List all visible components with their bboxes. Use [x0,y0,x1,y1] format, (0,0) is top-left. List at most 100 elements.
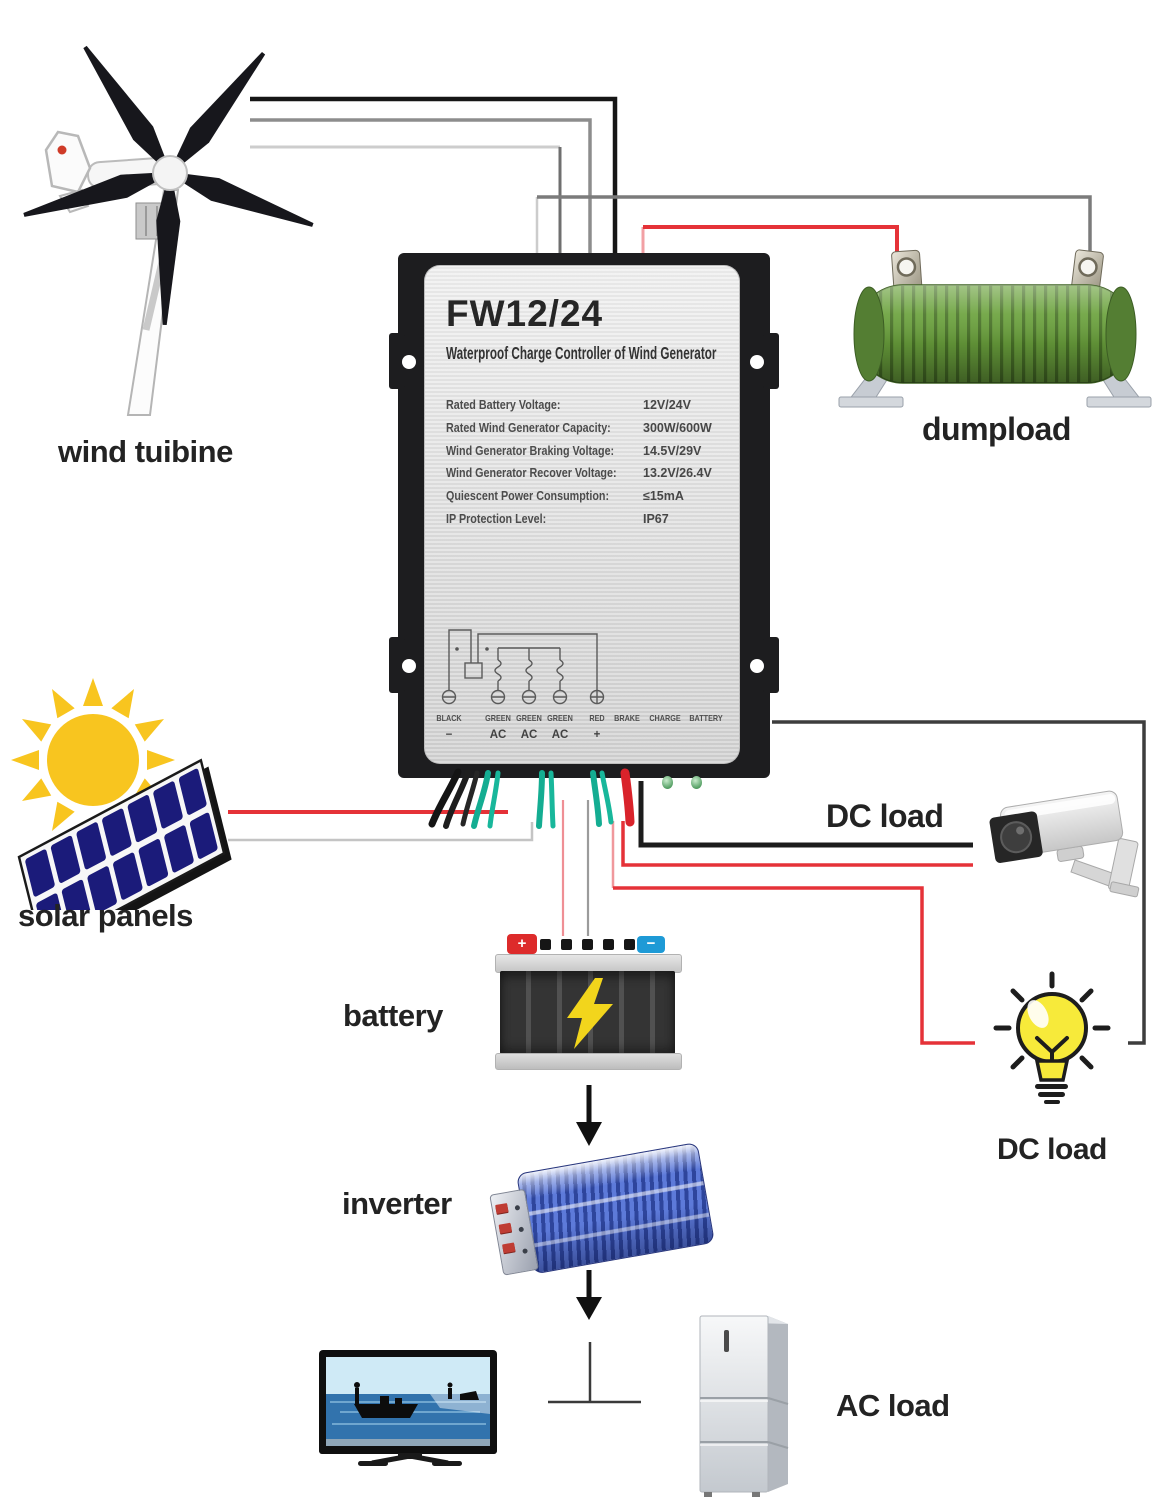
controller-specs: Rated Battery Voltage:12V/24V Rated Wind… [446,398,731,535]
wire-turbine-phase1 [250,96,618,254]
fridge-icon [699,1315,789,1497]
mount-ear [389,333,405,389]
battery-negative-terminal: − [637,936,665,953]
spec-value: 12V/24V [643,398,691,412]
terminal-label-black: BLACK [436,713,462,723]
battery-base [495,1053,682,1070]
mount-ear [763,637,779,693]
battery-cell-cap [624,939,635,950]
turbine-hub [152,155,188,191]
turbine-blade [174,51,266,166]
schematic-coil [556,659,564,691]
black-wire [460,770,480,827]
spec-label: Wind Generator Braking Voltage: [446,443,615,458]
tv-icon [319,1350,497,1466]
terminal-green1 [490,689,506,705]
dumpload-body-shading [857,285,1133,383]
dc-load-bulb-label: DC load [997,1133,1107,1166]
controller-label-plate: FW12/24 Waterproof Charge Controller of … [424,265,740,764]
battery-cell-cap [582,939,593,950]
charge-controller: FW12/24 Waterproof Charge Controller of … [389,253,779,778]
tv-sky [326,1357,490,1394]
solar-panels-icon [11,678,232,910]
bulb-base-line [1044,1100,1060,1104]
terminal-sign-ac: AC [489,729,507,741]
spec-label: Quiescent Power Consumption: [446,489,610,504]
inverter-terminal [495,1203,509,1214]
spec-label: Rated Wind Generator Capacity: [446,420,611,435]
wire-turbine-phase2 [250,118,592,254]
wire-bulb-red [613,886,975,1045]
wire-dumpload-red [643,225,899,256]
terminal-sign-minus: − [445,729,453,741]
fridge-side [768,1316,788,1492]
spec-value: ≤15mA [643,489,684,504]
terminal-green2 [521,689,537,705]
terminal-hole [1078,257,1098,277]
schematic-brake-box [464,662,483,679]
terminal-label-brake: BRAKE [614,713,640,723]
turbine-tail-mark [57,145,67,155]
inverter-rotated-group [486,1142,715,1282]
cctv-camera-icon [989,790,1140,898]
bulb-neck [1034,1059,1070,1082]
inverter-terminal [498,1222,512,1234]
schematic-red-lead [477,633,598,691]
controller-model: FW12/24 [446,293,604,334]
fridge-door-lines-light [700,1400,768,1446]
schematic-coil [494,659,502,691]
terminal-label-charge: CHARGE [649,713,681,723]
green-ac-wire [548,770,556,829]
wire-bulb-return-black [772,720,1146,1045]
bulb-highlight [1027,1000,1049,1028]
terminal-schematic [441,629,605,705]
bulb-icon [993,971,1111,1104]
schematic-dot [485,647,489,651]
inverter-label: inverter [342,1186,452,1221]
turbine-blade [156,185,181,325]
battery-positive-terminal: + [507,934,537,954]
terminal-black [441,689,457,705]
terminal-red [589,689,605,705]
fridge-foot [704,1492,712,1497]
terminal-label-green3: GREEN [547,713,573,723]
dumpload-icon [838,249,1152,408]
wire-solar-gray [228,822,534,842]
spec-row: Rated Battery Voltage:12V/24V [446,398,731,421]
spec-row: Quiescent Power Consumption: ≤15mA [446,489,731,512]
wire-camera-red [621,821,973,867]
mount-hole [402,355,416,369]
terminal-green3 [552,689,568,705]
tv-ticker-band [326,1439,490,1447]
inverter-terminal [502,1242,516,1254]
controller-output-wires [428,768,635,829]
fridge-handle [724,1330,729,1352]
battery-icon: + − [495,934,682,1070]
terminal-label-red: RED [589,713,605,723]
green-ac-wire [599,770,614,825]
lightning-bolt-icon [567,978,613,1049]
tv-foot [432,1461,462,1466]
charge-led [662,776,673,789]
spec-row: Rated Wind Generator Capacity:300W/600W [446,421,731,444]
turbine-blade [23,172,159,217]
turbine-blade [180,173,314,227]
spec-row: Wind Generator Braking Voltage:14.5V/29V [446,444,731,467]
turbine-blade [83,45,167,165]
dc-load-camera-label: DC load [826,798,944,834]
inverter-icon [486,1142,721,1280]
green-ac-wire [487,770,501,829]
terminal-label-green2: GREEN [516,713,542,723]
battery-led [691,776,702,789]
bulb-base-line [1038,1092,1065,1097]
terminal-sign-ac: AC [520,729,538,741]
spec-row: IP Protection Level:IP67 [446,512,731,535]
schematic-dot [455,647,459,651]
green-ac-wire [590,770,602,827]
mount-hole [750,355,764,369]
fridge-foot [752,1492,760,1497]
dumpload-label: dumpload [922,411,1071,447]
battery-cell-cap [603,939,614,950]
